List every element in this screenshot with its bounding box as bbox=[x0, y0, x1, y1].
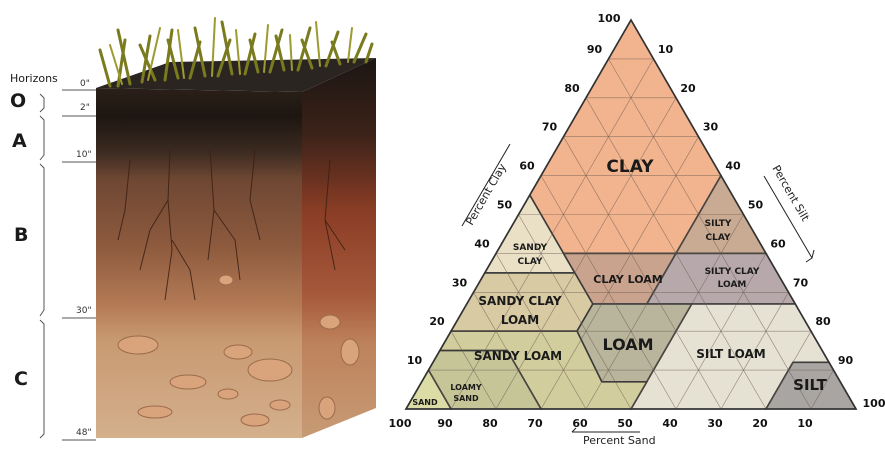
tick-clay-50: 50 bbox=[497, 199, 513, 212]
zone-label-sandy-clay-loam-1: LOAM bbox=[501, 313, 539, 327]
tick-clay-90: 90 bbox=[587, 43, 603, 56]
zone-label-sandy-clay-0: SANDY bbox=[513, 243, 548, 253]
axis-arrow-clay bbox=[462, 144, 510, 226]
zone-label-clay-0: CLAY bbox=[606, 157, 654, 177]
zone-label-silty-clay-loam-0: SILTY CLAY bbox=[705, 267, 760, 277]
tick-silt-70: 70 bbox=[793, 276, 809, 289]
tick-silt-40: 40 bbox=[725, 160, 741, 173]
tick-silt-90: 90 bbox=[838, 354, 854, 367]
zone-label-loam-0: LOAM bbox=[602, 335, 653, 354]
tick-sand-60: 60 bbox=[572, 417, 588, 430]
zone-label-sandy-loam-0: SANDY LOAM bbox=[474, 349, 562, 363]
zone-label-silt-loam-0: SILT LOAM bbox=[696, 347, 765, 361]
tick-clay-10: 10 bbox=[407, 354, 423, 367]
tick-clay-40: 40 bbox=[474, 237, 490, 250]
tick-silt-50: 50 bbox=[748, 199, 764, 212]
tick-silt-30: 30 bbox=[703, 121, 719, 134]
tick-sand-70: 70 bbox=[527, 417, 543, 430]
tick-sand-90: 90 bbox=[437, 417, 453, 430]
tick-sand-100: 100 bbox=[389, 417, 412, 430]
tick-silt-60: 60 bbox=[770, 237, 786, 250]
zone-label-silty-clay-1: CLAY bbox=[706, 233, 731, 243]
tick-clay-80: 80 bbox=[564, 82, 580, 95]
tick-sand-20: 20 bbox=[752, 417, 768, 430]
tick-clay-20: 20 bbox=[429, 315, 445, 328]
tick-silt-100: 100 bbox=[863, 397, 885, 410]
tick-silt-20: 20 bbox=[680, 82, 696, 95]
zone-label-loamy-sand-0: LOAMY bbox=[450, 383, 482, 392]
zone-label-silty-clay-0: SILTY bbox=[705, 219, 732, 229]
axis-label-silt: Percent Silt bbox=[769, 163, 812, 224]
tick-sand-50: 50 bbox=[617, 417, 633, 430]
axis-label-sand: Percent Sand bbox=[583, 434, 656, 447]
tick-sand-30: 30 bbox=[707, 417, 723, 430]
tick-clay-60: 60 bbox=[519, 160, 535, 173]
axis-label-clay: Percent Clay bbox=[463, 161, 509, 228]
tick-clay-70: 70 bbox=[542, 121, 558, 134]
tick-silt-80: 80 bbox=[815, 315, 831, 328]
tick-clay-100: 100 bbox=[598, 12, 621, 25]
tick-sand-10: 10 bbox=[797, 417, 813, 430]
zone-label-loamy-sand-1: SAND bbox=[453, 394, 479, 403]
tick-sand-80: 80 bbox=[482, 417, 498, 430]
zone-label-sand-0: SAND bbox=[412, 398, 438, 407]
zone-label-sandy-clay-1: CLAY bbox=[518, 257, 543, 267]
tick-sand-40: 40 bbox=[662, 417, 678, 430]
zone-label-silt-0: SILT bbox=[793, 376, 827, 394]
tick-clay-30: 30 bbox=[452, 276, 468, 289]
zone-label-silty-clay-loam-1: LOAM bbox=[718, 280, 747, 290]
tick-silt-10: 10 bbox=[658, 43, 674, 56]
zone-label-clay-loam-0: CLAY LOAM bbox=[593, 273, 662, 286]
zone-label-sandy-clay-loam-0: SANDY CLAY bbox=[478, 294, 562, 308]
